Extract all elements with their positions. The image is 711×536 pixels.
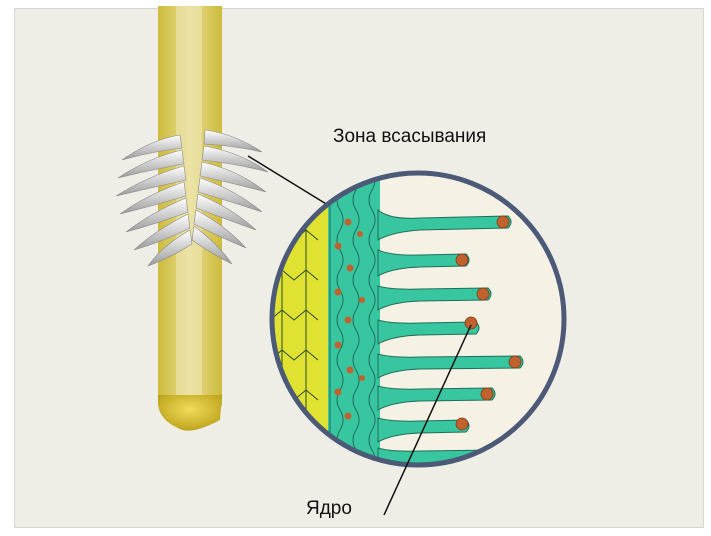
cortex-region — [328, 160, 380, 480]
root-hairs-right — [192, 130, 268, 264]
magnified-view — [260, 160, 564, 480]
nucleus-label: Ядро — [306, 498, 352, 520]
absorption-zone-label: Зона всасывания — [333, 126, 486, 148]
root-hairs-left — [116, 135, 192, 266]
root-cap — [158, 395, 222, 431]
zone-pointer-line — [248, 156, 336, 210]
